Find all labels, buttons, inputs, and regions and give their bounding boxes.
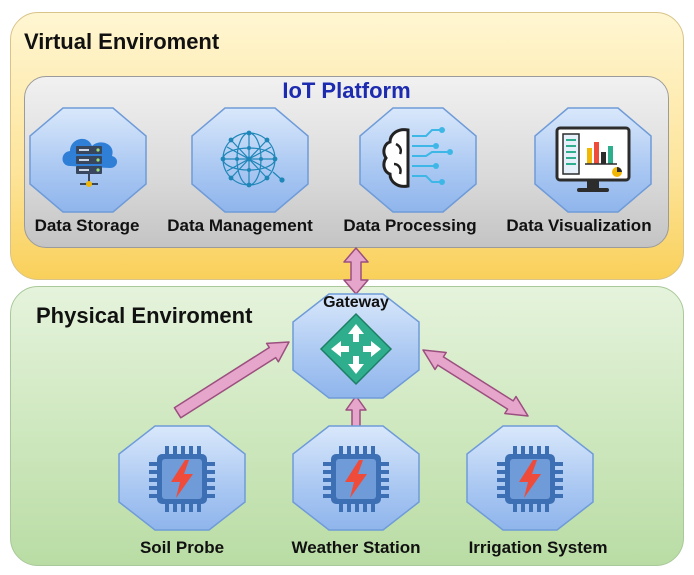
soil-probe-gateway-arrow <box>173 341 290 419</box>
microchip-bolt-icon <box>149 446 215 512</box>
data-storage-label: Data Storage <box>34 216 140 235</box>
irrigation-system-label: Irrigation System <box>468 538 608 557</box>
weather-station-label: Weather Station <box>291 538 421 557</box>
gateway-irrigation-arrow <box>422 349 529 417</box>
dashboard-monitor-icon <box>555 126 631 192</box>
data-management-label: Data Management <box>167 216 313 235</box>
soil-probe-label: Soil Probe <box>139 538 225 557</box>
microchip-bolt-icon <box>323 446 389 512</box>
gateway-node <box>291 292 421 400</box>
network-sphere-icon <box>220 130 285 188</box>
data-processing-node <box>358 106 478 214</box>
virtual-environment-title: Virtual Enviroment <box>24 29 220 54</box>
weather-station-node <box>291 424 421 532</box>
microchip-bolt-icon <box>497 446 563 512</box>
irrigation-system-node <box>465 424 595 532</box>
data-storage-node <box>28 106 148 214</box>
physical-environment-title: Physical Enviroment <box>36 303 253 328</box>
data-management-node <box>190 106 310 214</box>
brain-circuit-icon <box>382 127 453 188</box>
data-visualization-label: Data Visualization <box>506 216 652 235</box>
router-arrows-icon <box>319 312 393 386</box>
platform-gateway-arrow <box>343 247 369 295</box>
data-visualization-node <box>533 106 653 214</box>
cloud-server-icon <box>62 138 118 187</box>
iot-platform-title: IoT Platform <box>282 78 411 103</box>
soil-probe-node <box>117 424 247 532</box>
gateway-label: Gateway <box>323 294 389 311</box>
data-processing-label: Data Processing <box>343 216 477 235</box>
